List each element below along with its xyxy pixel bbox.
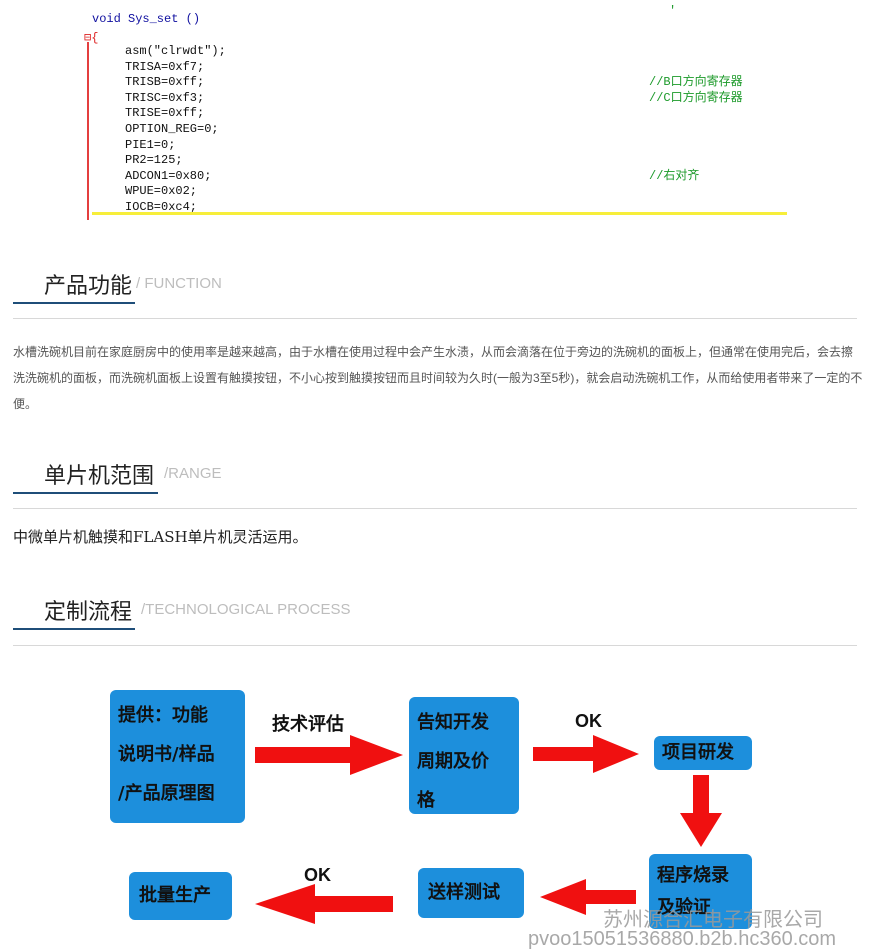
section-title-cn: 单片机范围 [44, 463, 155, 488]
watermark-company: 苏州源合汇电子有限公司 [603, 909, 823, 931]
flow-box-line: 说明书/样品 [118, 744, 215, 765]
flow-box-line: 格 [417, 790, 435, 811]
flow-box-notify: 告知开发 周期及价 格 [409, 697, 519, 814]
section-title-cn: 定制流程 [44, 599, 133, 624]
current-line-highlight [92, 212, 787, 215]
code-line: IOCB=0xc4; [125, 200, 198, 214]
flow-box-line: 周期及价 [417, 751, 489, 772]
flow-box-line: 提供：功能 [118, 705, 208, 726]
code-comment: //C口方向寄存器 [649, 90, 743, 105]
section-title-en: /RANGE [164, 465, 222, 482]
section-title-cn: 产品功能 [44, 273, 133, 298]
flow-arrow-down [680, 775, 722, 847]
flow-arrow-right-2 [533, 735, 639, 773]
code-line: TRISA=0xf7; [125, 59, 205, 74]
fold-marker: ⊟{ [84, 31, 99, 45]
flow-label-ok-1: OK [575, 711, 602, 731]
flow-box-sample-test: 送样测试 [418, 868, 524, 918]
section-title-en: /TECHNOLOGICAL PROCESS [141, 601, 351, 618]
flow-label-ok-2: OK [304, 865, 331, 885]
flow-box-provide: 提供：功能 说明书/样品 /产品原理图 [110, 690, 245, 823]
flow-arrow-left-1 [540, 879, 636, 915]
range-description: 中微单片机触摸和FLASH单片机灵活运用。 [13, 528, 308, 546]
code-line: OPTION_REG=0; [125, 122, 219, 136]
flow-box-line: 程序烧录 [657, 865, 729, 886]
code-line: TRISC=0xf3; [125, 90, 205, 105]
section-underline [13, 492, 158, 494]
flow-box-line: 送样测试 [428, 882, 500, 903]
flow-box-mass-production: 批量生产 [129, 872, 232, 920]
code-line: TRISE=0xff; [125, 106, 205, 121]
divider [13, 508, 857, 509]
code-line: TRISB=0xff; [125, 75, 205, 90]
code-line: PIE1=0; [125, 137, 176, 152]
flow-box-line: 及验证 [657, 897, 711, 918]
code-line: ADCON1=0x80; [125, 168, 212, 183]
code-line: PR2=125; [125, 153, 183, 168]
divider [13, 318, 857, 319]
flow-box-line: 项目研发 [662, 742, 734, 763]
code-tick-mark: ' [669, 4, 677, 18]
code-comment: //右对齐 [649, 168, 700, 183]
flow-box-line: /产品原理图 [118, 783, 215, 804]
gutter-line [87, 42, 89, 220]
flow-box-develop: 项目研发 [654, 736, 752, 770]
divider [13, 645, 857, 646]
code-comment: //B口方向寄存器 [649, 75, 743, 90]
code-header: void Sys_set () [92, 12, 201, 26]
watermark-url: pvoo15051536880.b2b.hc360.com [528, 928, 837, 950]
flow-label-evaluation: 技术评估 [272, 714, 344, 735]
code-line: asm("clrwdt"); [125, 44, 226, 58]
code-line: WPUE=0x02; [125, 184, 198, 199]
flow-box-program: 程序烧录 及验证 [649, 854, 752, 929]
flow-arrow-left-2 [255, 884, 393, 924]
section-underline [13, 628, 135, 630]
flow-box-line: 告知开发 [417, 712, 489, 733]
function-description: 水槽洗碗机目前在家庭厨房中的使用率是越来越高，由于水槽在使用过程中会产生水渍，从… [13, 345, 863, 411]
code-snippet: ' void Sys_set () ⊟{ asm("clrwdt");TRISA… [84, 4, 789, 220]
flow-box-line: 批量生产 [139, 885, 211, 906]
flow-arrow-right-1 [255, 735, 403, 775]
section-underline [13, 302, 135, 304]
section-title-en: / FUNCTION [136, 275, 222, 292]
